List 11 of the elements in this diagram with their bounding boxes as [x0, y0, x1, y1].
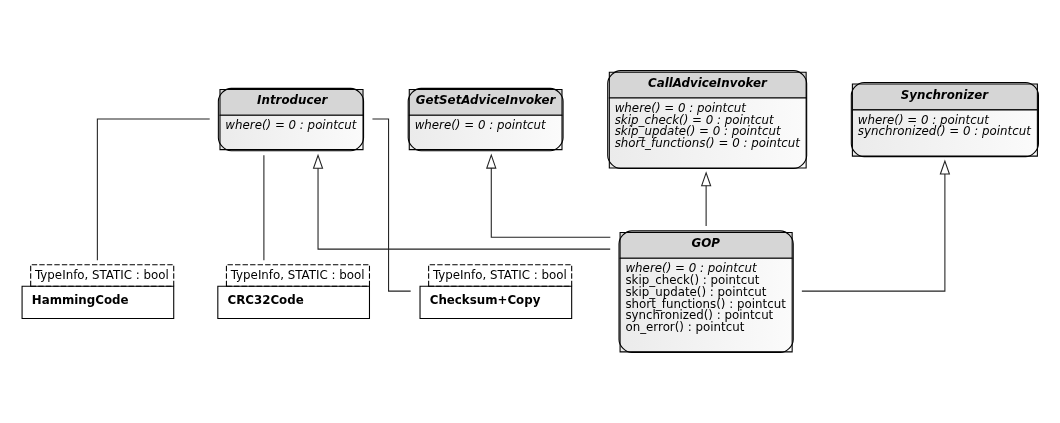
arrow [801, 159, 951, 292]
node-label: TypeInfo, STATIC : bool [34, 267, 169, 282]
node-label: TypeInfo, STATIC : bool [432, 267, 567, 282]
connector [96, 118, 211, 261]
connector [263, 154, 265, 261]
connector [371, 118, 412, 292]
arrow [700, 171, 712, 227]
arrow [312, 153, 611, 250]
node-text: Introducer where() = 0 : pointcut [225, 93, 357, 133]
node-label: TypeInfo, STATIC : bool [230, 267, 365, 282]
arrow [486, 153, 611, 238]
